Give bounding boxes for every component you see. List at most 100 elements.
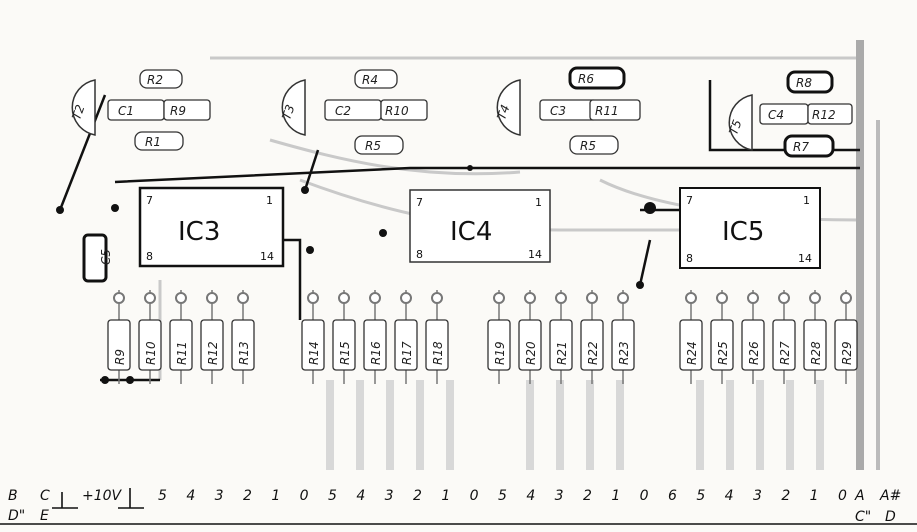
resistor-label: R25 [716,341,730,365]
transistor-t4: T4 [494,79,521,136]
resistor-label: R9 [113,349,127,365]
resistor-label: R11 [175,341,189,365]
resistor-label: R20 [524,341,538,365]
component-label: C4 [768,108,784,122]
component-labels: R2 C1 R9 R1 R4 C2 R10 R5 R6 C3 R11 R5 R8… [118,72,836,154]
connector-label: C [40,488,50,504]
ic3-chip: IC3 7 1 8 14 [138,186,285,268]
resistor-r17: R17 [394,290,418,384]
transistor-label: T5 [726,118,744,137]
resistor-label: R26 [747,341,761,365]
connector-pin-number: 0 [300,488,309,504]
resistor-r18: R18 [425,290,449,384]
resistor-r9: R9 [107,290,131,384]
pin-label: 7 [416,196,423,209]
transistor-label: T4 [494,103,512,122]
connector-pin-number: 5 [498,488,507,504]
resistor-r15: R15 [332,290,356,384]
component-label: R8 [796,76,812,90]
resistor-r28: R28 [803,290,827,384]
connector-pin-number: 3 [215,488,224,504]
resistor-r13: R13 [231,290,255,384]
connector-pin-number: 0 [470,488,479,504]
connector-pin-number: 5 [696,488,705,504]
vertical-connection-strips [326,380,824,470]
resistor-r22: R22 [580,290,604,384]
connector-pin-number: 6 [668,488,677,504]
connector-pin-number: 3 [555,488,564,504]
connector-pin-number: 5 [158,488,167,504]
component-label: R2 [147,73,163,87]
transistor-label: T3 [279,103,297,122]
resistor-r25: R25 [710,290,734,384]
resistor-r23: R23 [611,290,635,384]
component-group-4 [759,70,853,158]
component-label: R10 [385,104,409,118]
pin-label: 1 [266,194,273,207]
connector-label: B [8,488,18,504]
pin-label: 14 [260,250,274,263]
connector-pin-number: 4 [186,488,195,504]
resistor-r19: R19 [487,290,511,384]
pin-label: 1 [803,194,810,207]
component-label: C1 [118,104,134,118]
component-label: C3 [550,104,566,118]
component-label: R11 [595,104,619,118]
resistor-label: R18 [431,341,445,365]
connector-pin-number: 3 [385,488,394,504]
connector-pin-number: 4 [356,488,365,504]
resistor-label: R21 [555,341,569,365]
resistor-r20: R20 [518,290,542,384]
pin-label: 14 [798,252,812,265]
resistor-label: R23 [617,341,631,365]
capacitor-label: C5 [99,249,113,265]
resistor-r16: R16 [363,290,387,384]
resistor-r21: R21 [549,290,573,384]
ic-label: IC3 [178,217,220,247]
connector-label: E [40,508,49,524]
pin-label: 8 [416,248,423,261]
component-group-3 [539,66,641,155]
transistor-t2: T2 [69,79,96,136]
connector-pin-number: 1 [611,488,620,504]
connector-pin-number: 4 [725,488,734,504]
component-label: R5 [365,139,381,153]
pin-label: 14 [528,248,542,261]
resistor-label: R12 [206,341,220,365]
connector-pin-number: 1 [441,488,450,504]
resistor-label: R19 [493,341,507,365]
solder-pads [56,165,656,384]
resistor-label: R14 [307,341,321,365]
resistor-label: R10 [144,341,158,365]
connector-pin-number: 4 [526,488,535,504]
component-label: R6 [578,72,594,86]
component-label: R12 [812,108,836,122]
resistor-label: R16 [369,341,383,365]
transistor-label: T2 [69,103,87,122]
ground-icon [52,488,144,509]
pin-label: 7 [686,194,693,207]
ic-label: IC4 [450,217,492,247]
transistor-t5: T5 [726,94,753,151]
connector-pin-number: 2 [243,488,252,504]
component-group-2 [324,69,428,155]
connector-label: D [885,509,896,525]
component-label: R9 [170,104,186,118]
connector-pin-number: 1 [271,488,280,504]
pin-label: 1 [535,196,542,209]
connector-pin-number: 2 [583,488,592,504]
ic4-chip: IC4 7 1 8 14 [409,189,551,263]
connector-pin-number: 5 [328,488,337,504]
ic5-chip: IC5 7 1 8 14 [679,187,821,269]
connector-label: A# [879,488,901,504]
resistor-label: R28 [809,341,823,365]
pin-label: 8 [146,250,153,263]
resistor-label: R17 [400,341,414,365]
supply-voltage-label: +10V [82,488,123,504]
resistor-label: R29 [840,341,854,365]
resistor-r27: R27 [772,290,796,384]
capacitor-c5: C5 [82,233,113,283]
connector-pin-number: 0 [640,488,649,504]
